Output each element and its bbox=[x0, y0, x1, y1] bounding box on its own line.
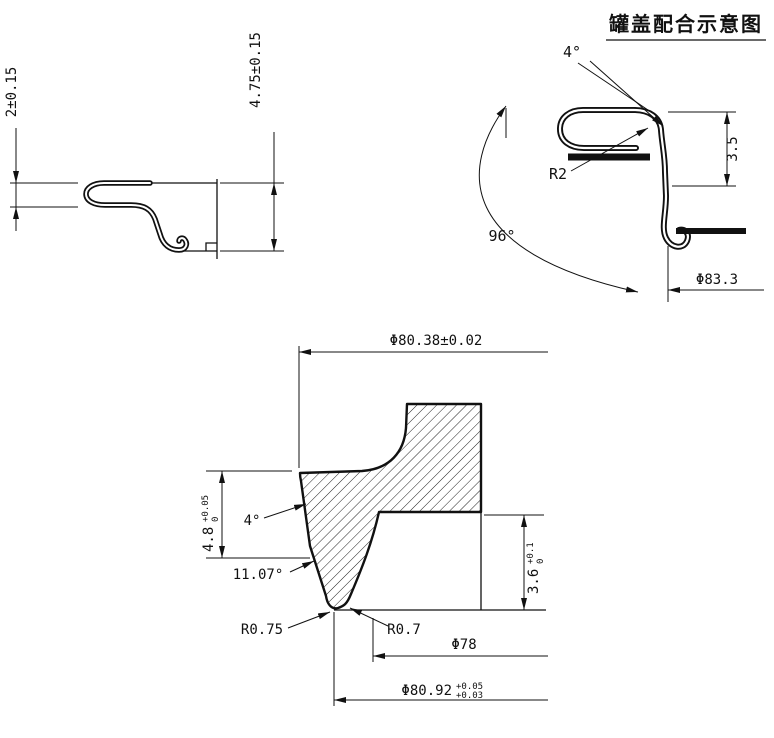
lid-curl-section-gap bbox=[85, 182, 188, 251]
view-title: 罐盖配合示意图 bbox=[608, 12, 763, 36]
leader-line bbox=[263, 503, 307, 519]
dim-left-height: 4.8 +0.05 0 bbox=[201, 495, 221, 552]
angle-arc bbox=[478, 105, 639, 293]
leader-line bbox=[570, 127, 649, 172]
dim-right-height-tol-lower: 0 bbox=[536, 559, 546, 564]
dim-hook-angle: 96° bbox=[488, 227, 515, 245]
lid-profile-view: 2±0.15 4.75±0.15 bbox=[4, 32, 284, 259]
dim-total-height: 4.75±0.15 bbox=[248, 32, 264, 108]
dim-inner-diameter: Φ78 bbox=[451, 637, 476, 653]
die-section-outline bbox=[298, 402, 483, 610]
leader-line bbox=[289, 560, 315, 573]
seam-detail-view: 罐盖配合示意图 4° 96° R2 3.5 Φ83.3 bbox=[478, 12, 766, 302]
dim-left-height-tol-upper: +0.05 bbox=[201, 495, 211, 522]
dim-right-height-tol-upper: +0.1 bbox=[526, 542, 536, 564]
dim-bottom-diameter: Φ80.92 +0.05 +0.03 bbox=[401, 682, 483, 701]
dim-bottom-diameter-tol-lower: +0.03 bbox=[456, 691, 483, 701]
dim-top-diameter: Φ80.38±0.02 bbox=[390, 333, 483, 349]
lid-curl-section bbox=[83, 180, 190, 253]
dim-bottom-diameter-tol-upper: +0.05 bbox=[456, 682, 483, 692]
dim-left-height-value: 4.8 bbox=[201, 527, 217, 552]
dim-curl-radius: R2 bbox=[549, 165, 567, 183]
dim-right-height-value: 3.6 bbox=[526, 569, 542, 594]
dim-curl-height: 2±0.15 bbox=[4, 67, 20, 118]
leader-line bbox=[349, 607, 389, 627]
leader-line bbox=[589, 60, 664, 127]
dim-tip-radius-right: R0.7 bbox=[387, 622, 421, 638]
dim-seam-height: 3.5 bbox=[725, 136, 741, 161]
seam-section-gap bbox=[558, 108, 689, 248]
dim-wall-angle: 4° bbox=[563, 43, 581, 61]
leader-line bbox=[287, 611, 331, 629]
dim-seam-diameter: Φ83.3 bbox=[696, 272, 738, 288]
dim-wall-angle: 4° bbox=[244, 513, 261, 529]
dim-left-height-tol-lower: 0 bbox=[211, 517, 221, 522]
panel-step-lines bbox=[184, 242, 217, 252]
dim-bottom-diameter-value: Φ80.92 bbox=[401, 683, 452, 699]
dim-flank-angle: 11.07° bbox=[233, 567, 284, 583]
dim-right-height: 3.6 +0.1 0 bbox=[526, 542, 546, 594]
dim-tip-radius-left: R0.75 bbox=[241, 622, 283, 638]
section-view: Φ80.38±0.02 4.8 +0.05 0 4° 11.07° 3.6 +0… bbox=[201, 333, 548, 706]
seam-section bbox=[557, 107, 691, 250]
